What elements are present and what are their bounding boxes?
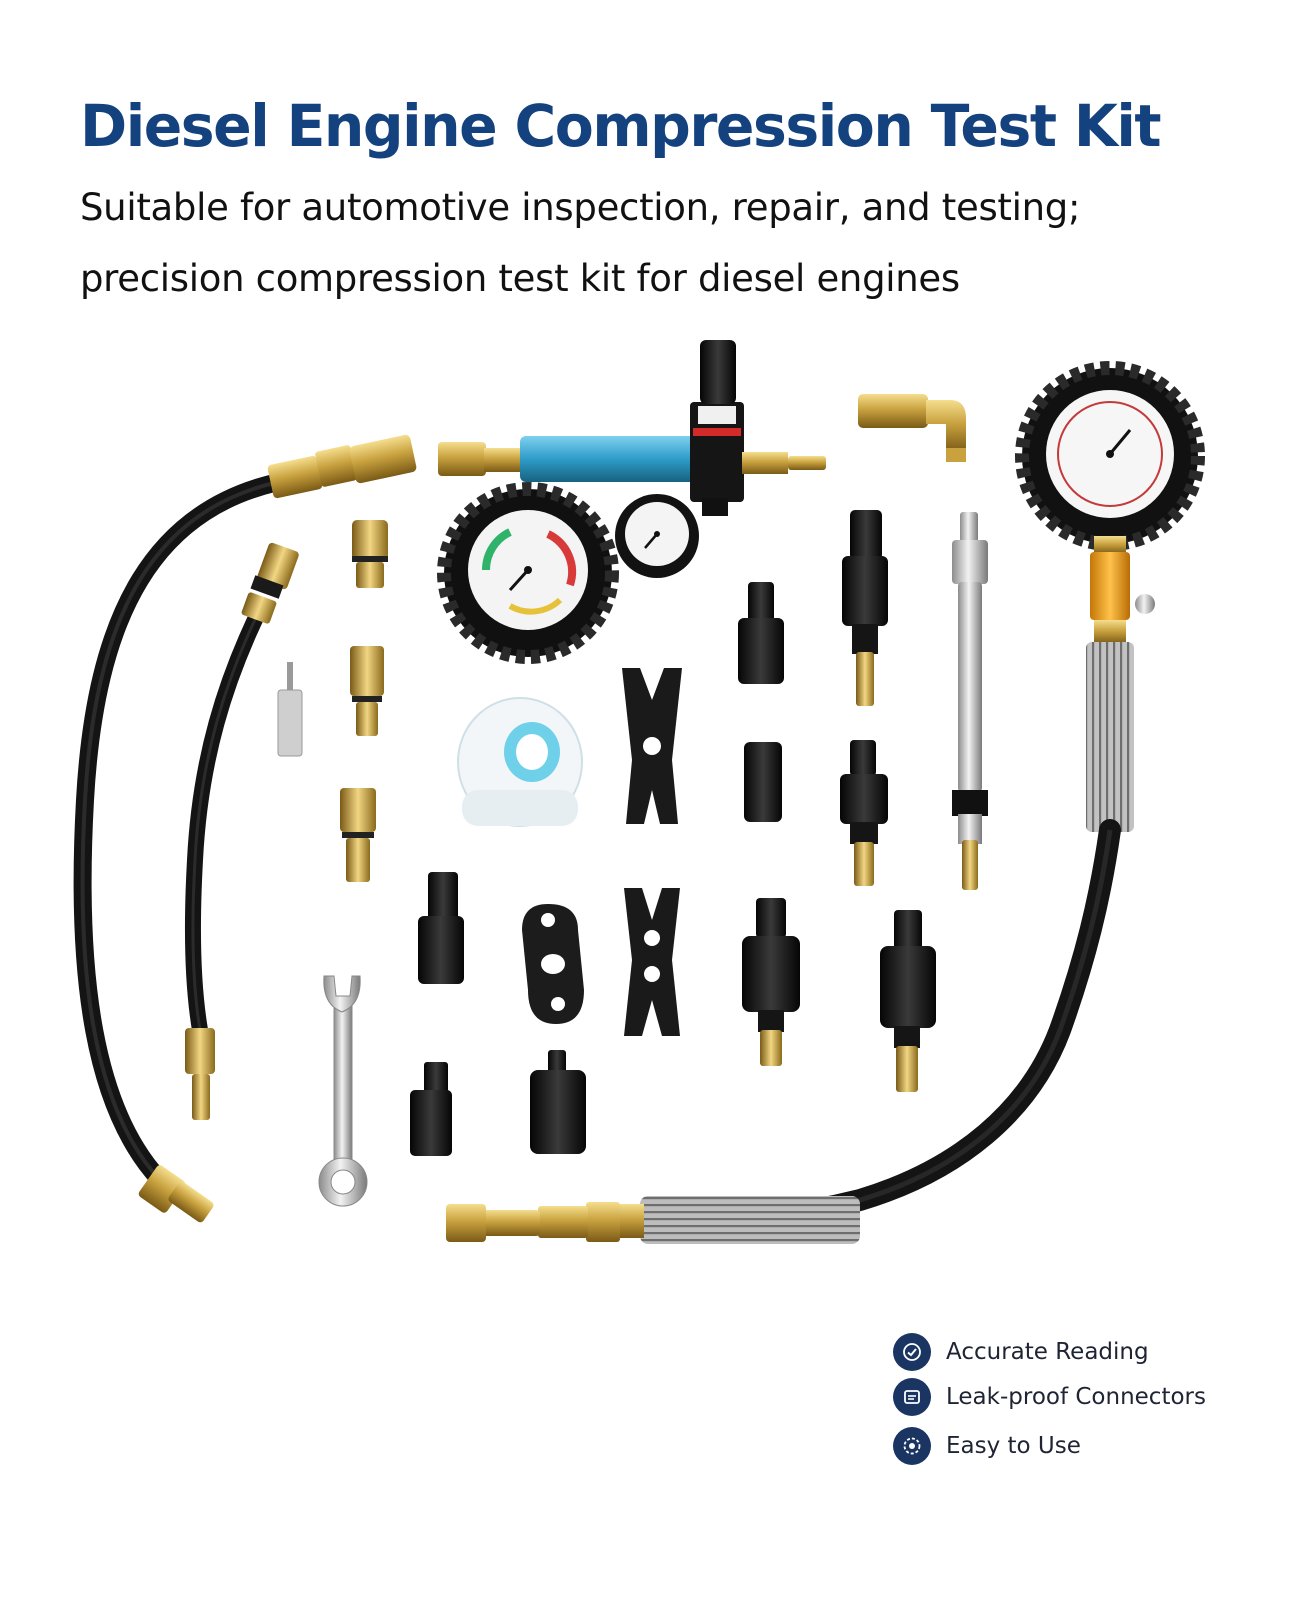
injector-adapter-4: [880, 910, 936, 1092]
check-icon: [893, 1333, 931, 1371]
black-sleeve-adapter-5: [530, 1050, 586, 1154]
subtitle-line-2: precision compression test kit for diese…: [80, 257, 960, 300]
brass-elbow-fitting: [858, 394, 966, 462]
feature-leak-proof-connectors: Leak-proof Connectors: [893, 1377, 1206, 1417]
brass-adapter-1: [352, 520, 388, 588]
long-hose-left: [73, 434, 417, 1223]
black-sleeve-adapter-4: [410, 1062, 452, 1156]
injector-adapter-3: [742, 898, 800, 1066]
teflon-tape-roll: [457, 697, 583, 827]
black-sleeve-adapter-3: [418, 872, 464, 984]
brass-adapter-3: [340, 788, 376, 882]
feature-easy-to-use: Easy to Use: [893, 1426, 1081, 1466]
black-sleeve-adapter-1: [738, 582, 784, 684]
leak-down-gauge-small: [615, 494, 699, 578]
short-hose-left: [184, 542, 299, 1120]
fork-tool-bottom: [624, 888, 680, 1036]
fork-tool-top: [622, 668, 682, 824]
injector-adapter-2: [840, 740, 888, 886]
feature-label: Accurate Reading: [946, 1339, 1149, 1365]
compression-gauge-main: [446, 361, 1205, 1244]
combination-wrench: [318, 975, 368, 1207]
feature-accurate-reading: Accurate Reading: [893, 1332, 1149, 1372]
feature-label: Leak-proof Connectors: [946, 1384, 1206, 1410]
valve-core-tool: [277, 662, 303, 757]
subtitle-line-1: Suitable for automotive inspection, repa…: [80, 186, 1081, 229]
brass-adapter-2: [350, 646, 384, 736]
connector-icon: [893, 1378, 931, 1416]
leak-down-gauge-large: [437, 482, 619, 664]
gear-icon: [893, 1427, 931, 1465]
chrome-extension-adapter: [952, 512, 988, 890]
gasket-plate: [522, 904, 584, 1024]
feature-label: Easy to Use: [946, 1433, 1081, 1459]
pressure-regulator-manifold: [438, 340, 826, 516]
injector-adapter-1: [842, 510, 888, 706]
page-title: Diesel Engine Compression Test Kit: [80, 92, 1162, 160]
black-sleeve-adapter-2: [744, 742, 782, 822]
